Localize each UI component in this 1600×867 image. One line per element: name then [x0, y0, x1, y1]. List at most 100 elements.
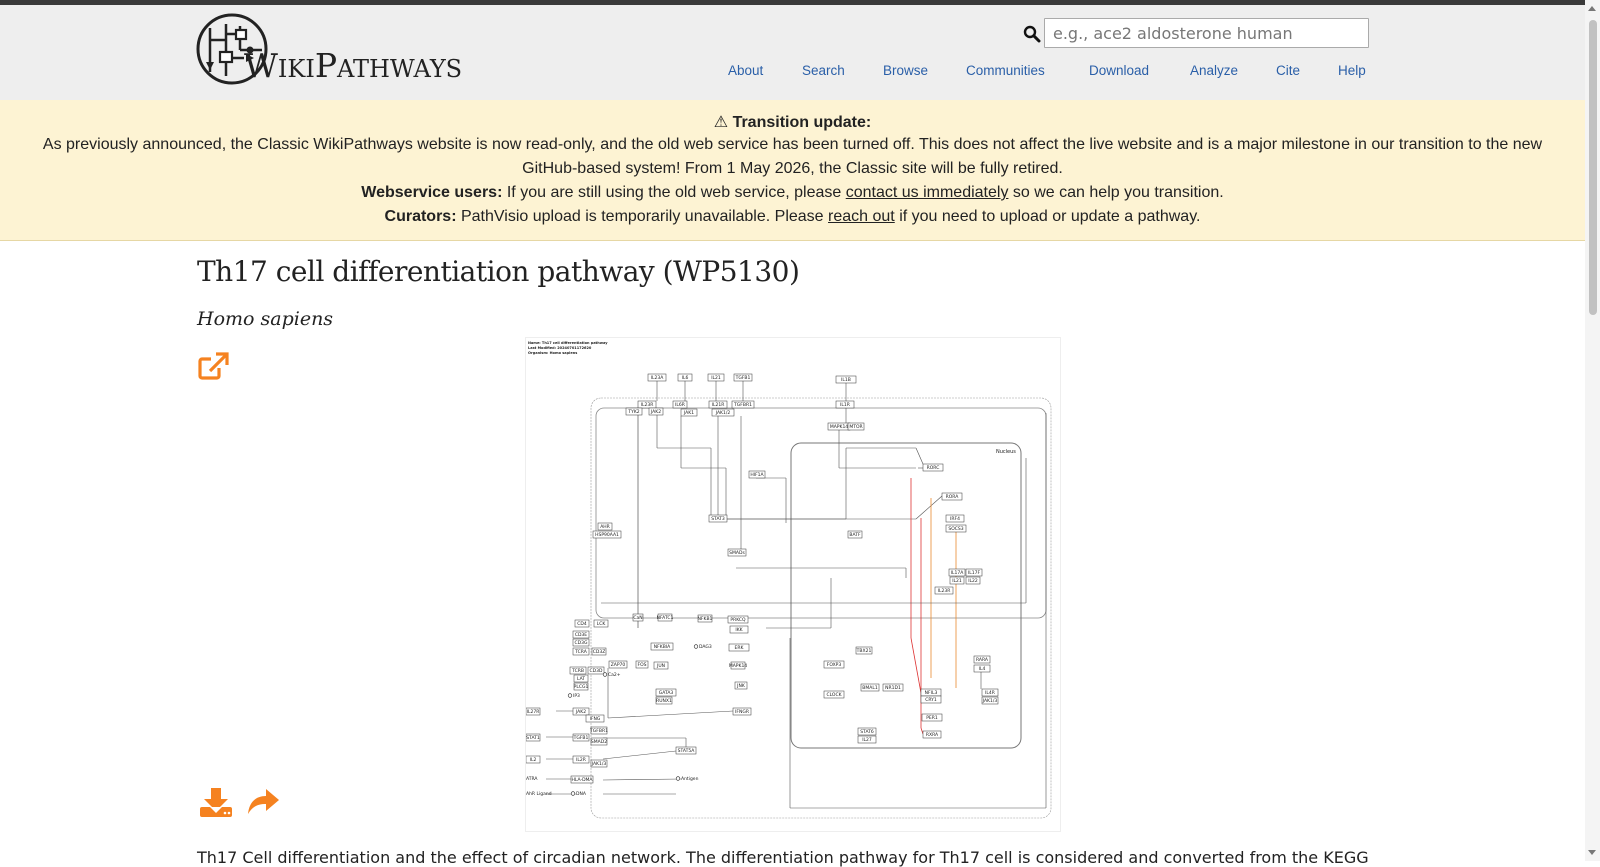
gene-node[interactable]: NFIL3 — [920, 688, 942, 697]
gene-node[interactable]: IP3 — [567, 693, 580, 699]
gene-node[interactable]: IL4R — [981, 688, 999, 697]
gene-node[interactable]: LCK — [593, 619, 609, 628]
gene-node[interactable]: ERK — [728, 643, 750, 652]
page-scrollbar[interactable] — [1585, 0, 1600, 861]
gene-node[interactable]: LAT — [573, 674, 589, 683]
gene-node[interactable]: HIF1A — [748, 470, 766, 479]
gene-node[interactable]: PER1 — [921, 713, 943, 722]
gene-node[interactable]: NR1D1 — [882, 683, 904, 692]
gene-node[interactable]: JAK1/3 — [982, 696, 999, 705]
gene-node[interactable]: RARA — [973, 655, 991, 664]
gene-node[interactable]: IL21R — [708, 400, 728, 409]
gene-node[interactable]: CRY1 — [920, 695, 942, 704]
gene-node[interactable]: CD3G — [572, 638, 590, 647]
nav-cite[interactable]: Cite — [1276, 63, 1301, 78]
gene-node[interactable]: JUN — [653, 661, 669, 670]
gene-node[interactable]: Ca2+ — [602, 672, 621, 678]
gene-node[interactable]: TBX21 — [856, 646, 873, 655]
gene-node[interactable]: FOS — [635, 660, 649, 669]
nav-download[interactable]: Download — [1089, 63, 1150, 78]
gene-node[interactable]: IL23R — [637, 400, 657, 409]
gene-node[interactable]: STAT6 — [857, 727, 877, 736]
gene-node[interactable]: IL23A — [647, 373, 667, 382]
gene-node[interactable]: SOCS3 — [945, 524, 967, 533]
gene-node[interactable]: AhR Ligand — [520, 791, 552, 797]
gene-node[interactable]: IKK — [729, 625, 749, 634]
gene-node[interactable]: IL4 — [973, 664, 991, 673]
gene-node[interactable]: IL2 — [525, 755, 541, 764]
gene-node[interactable]: NFKBIA — [650, 642, 674, 651]
gene-node[interactable]: FOXP3 — [823, 660, 845, 669]
gene-node[interactable]: RORA — [941, 492, 963, 501]
nav-browse[interactable]: Browse — [883, 63, 929, 78]
nav-analyze[interactable]: Analyze — [1190, 63, 1239, 78]
gene-node[interactable]: AHR — [597, 522, 613, 531]
external-link-icon[interactable] — [197, 351, 231, 381]
gene-node[interactable]: CD3Z — [591, 647, 607, 656]
gene-node[interactable]: IL6R — [672, 400, 688, 409]
gene-node[interactable]: TGFBR1 — [731, 400, 755, 409]
gene-node[interactable]: IL27 — [857, 735, 877, 744]
gene-node[interactable]: JAK2 — [648, 407, 664, 416]
nav-help[interactable]: Help — [1338, 63, 1366, 78]
gene-node[interactable]: RUNX1 — [655, 696, 673, 705]
gene-node[interactable]: MAPK14 — [729, 661, 747, 670]
gene-node[interactable]: CD3D — [587, 666, 605, 675]
gene-node[interactable]: Antigen — [675, 776, 699, 782]
gene-node[interactable]: PLCG1 — [574, 682, 589, 691]
scroll-thumb[interactable] — [1589, 20, 1597, 315]
gene-node[interactable]: IL1B — [835, 375, 857, 384]
gene-node[interactable]: GATA3 — [655, 688, 677, 697]
gene-node[interactable]: MTOR — [847, 422, 865, 431]
scroll-down-arrow[interactable] — [1588, 850, 1596, 855]
gene-node[interactable]: JAK1/2 — [711, 408, 735, 417]
gene-node[interactable]: IL23R — [934, 586, 954, 595]
gene-node[interactable]: TGFB1 — [573, 733, 590, 742]
gene-node[interactable]: JAK1 — [680, 408, 698, 417]
gene-node[interactable]: JAK2 — [572, 707, 590, 716]
nav-communities[interactable]: Communities — [966, 63, 1045, 78]
gene-node[interactable]: STAT1 — [525, 733, 541, 742]
gene-node[interactable]: ATRA — [520, 776, 538, 782]
gene-node[interactable]: IFNG — [585, 714, 605, 723]
gene-node[interactable]: DAG3 — [693, 644, 712, 650]
gene-node[interactable]: DNA — [570, 791, 587, 797]
gene-node[interactable]: STAT3 — [708, 514, 728, 523]
gene-node[interactable]: PRKCQ — [727, 615, 749, 624]
wikipathways-logo[interactable]: WIKIPATHWAYS — [196, 10, 462, 92]
gene-node[interactable]: ZAP70 — [608, 660, 628, 669]
search-icon[interactable] — [1023, 25, 1041, 43]
gene-node[interactable]: BATF — [847, 530, 863, 539]
nav-about[interactable]: About — [728, 63, 764, 78]
gene-node[interactable]: TYK2 — [625, 407, 643, 416]
gene-node[interactable]: HSP90AA1 — [592, 530, 622, 539]
gene-node[interactable]: IL2R — [572, 755, 590, 764]
gene-node[interactable]: NFATC1 — [657, 613, 674, 622]
gene-node[interactable]: CLOCK — [823, 690, 845, 699]
gene-node[interactable]: IL6 — [677, 373, 693, 382]
gene-node[interactable]: NFKB1 — [698, 614, 713, 623]
gene-node[interactable]: BMAL1 — [860, 683, 880, 692]
gene-node[interactable]: IL17F — [965, 568, 983, 577]
gene-node[interactable]: HLA-DMA — [570, 775, 593, 784]
gene-node[interactable]: TCRA — [572, 647, 590, 656]
scroll-up-arrow[interactable] — [1588, 6, 1596, 11]
gene-node[interactable]: MAPK14 — [827, 422, 851, 431]
gene-node[interactable]: IL17A — [948, 568, 966, 577]
gene-node[interactable]: IL21 — [949, 576, 965, 585]
gene-node[interactable]: TGFB1 — [733, 373, 753, 382]
gene-node[interactable]: JAK1/3 — [591, 759, 608, 768]
gene-node[interactable]: IL22 — [965, 576, 981, 585]
gene-node[interactable]: TGFBR1 — [589, 726, 608, 735]
pathway-diagram[interactable]: Name: Th17 cell differentiation pathway … — [520, 337, 1061, 832]
nav-search[interactable]: Search — [802, 63, 845, 78]
gene-node[interactable]: IL21 — [707, 373, 725, 382]
gene-node[interactable]: IL1R — [835, 400, 855, 409]
gene-node[interactable]: CD4 — [574, 619, 590, 628]
gene-node[interactable]: CD3E — [572, 630, 590, 639]
gene-node[interactable]: RORC — [922, 463, 944, 472]
gene-node[interactable]: RXRA — [922, 730, 942, 739]
download-icon[interactable] — [199, 786, 233, 818]
share-icon[interactable] — [246, 788, 280, 816]
gene-node[interactable]: SMADs — [727, 548, 747, 557]
